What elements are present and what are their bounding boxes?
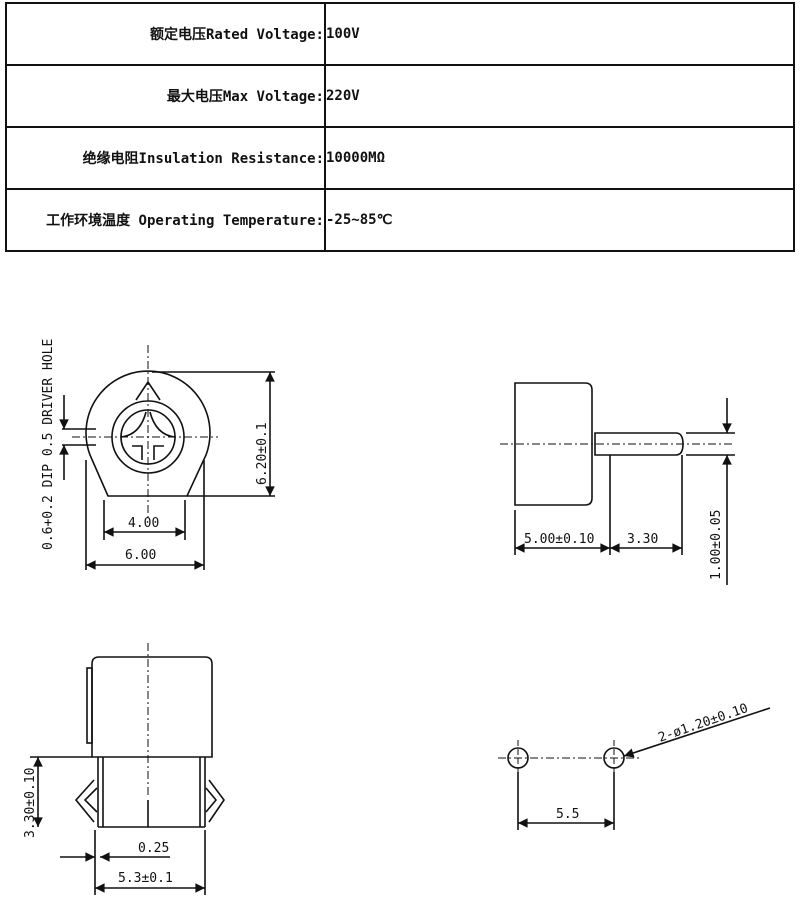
spec-label: 最大电压Max Voltage: bbox=[5, 64, 326, 128]
front-width-label: 6.00 bbox=[125, 548, 156, 563]
front-inner-width-label: 4.00 bbox=[128, 516, 159, 531]
table-row: 最大电压Max Voltage:220V bbox=[5, 64, 795, 128]
hole-pitch-label: 5.5 bbox=[556, 807, 579, 822]
table-row: 额定电压Rated Voltage:100V bbox=[5, 2, 795, 66]
table-row: 绝缘电阻Insulation Resistance:10000MΩ bbox=[5, 126, 795, 190]
spec-label: 工作环境温度 Operating Temperature: bbox=[5, 188, 326, 252]
front-view bbox=[59, 345, 275, 570]
spec-label: 额定电压Rated Voltage: bbox=[5, 2, 326, 66]
spec-value: 220V bbox=[324, 64, 795, 128]
side-view bbox=[500, 382, 735, 585]
bottom-width-label: 5.3±0.1 bbox=[118, 871, 173, 886]
front-height-label: 6.20±0.1 bbox=[255, 422, 270, 485]
table-row: 工作环境温度 Operating Temperature:-25~85℃ bbox=[5, 188, 795, 252]
spec-value: -25~85℃ bbox=[324, 188, 795, 252]
bottom-offset-label: 0.25 bbox=[138, 841, 169, 856]
side-pin-length-label: 3.30 bbox=[627, 532, 658, 547]
spec-table: 额定电压Rated Voltage:100V 最大电压Max Voltage:2… bbox=[5, 2, 795, 252]
spec-value: 100V bbox=[324, 2, 795, 66]
spec-label: 绝缘电阻Insulation Resistance: bbox=[5, 126, 326, 190]
bottom-height-label: 3.30±0.10 bbox=[23, 768, 38, 838]
spec-value: 10000MΩ bbox=[324, 126, 795, 190]
driver-hole-label: 0.6+0.2 DIP 0.5 DRIVER HOLE bbox=[41, 339, 56, 550]
side-body-length-label: 5.00±0.10 bbox=[524, 532, 594, 547]
hole-spec-label: 2-ø1.20±0.10 bbox=[656, 701, 750, 746]
side-pin-dia-label: 1.00±0.05 bbox=[709, 510, 724, 580]
bottom-view bbox=[30, 643, 225, 895]
hole-pattern bbox=[498, 707, 771, 830]
